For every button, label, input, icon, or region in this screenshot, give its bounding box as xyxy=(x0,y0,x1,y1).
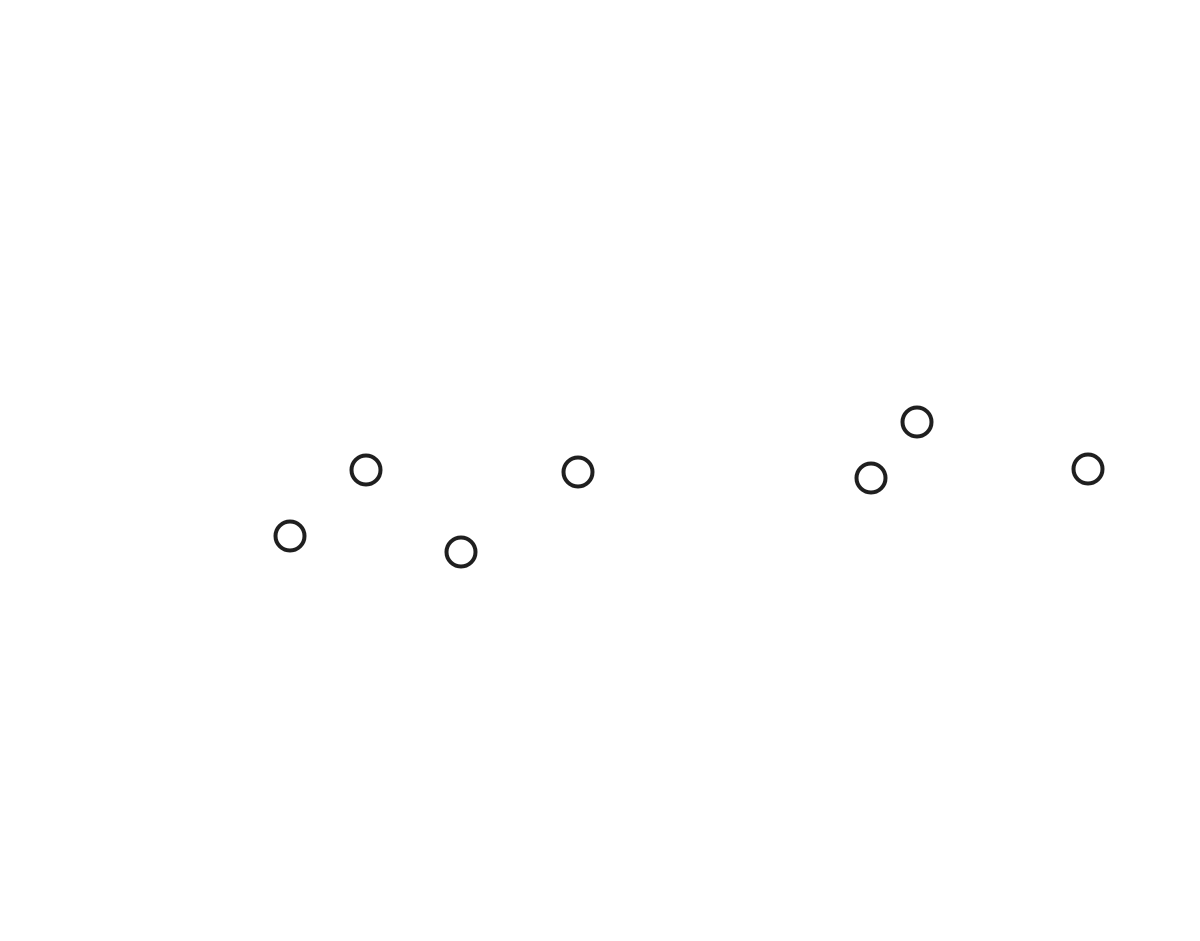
circle-3 xyxy=(444,535,478,569)
circle-1 xyxy=(349,453,383,487)
circle-2 xyxy=(273,519,307,553)
circle-4 xyxy=(561,455,595,489)
circle-7 xyxy=(1071,452,1105,486)
circle-5 xyxy=(854,461,888,495)
circle-6 xyxy=(900,405,934,439)
